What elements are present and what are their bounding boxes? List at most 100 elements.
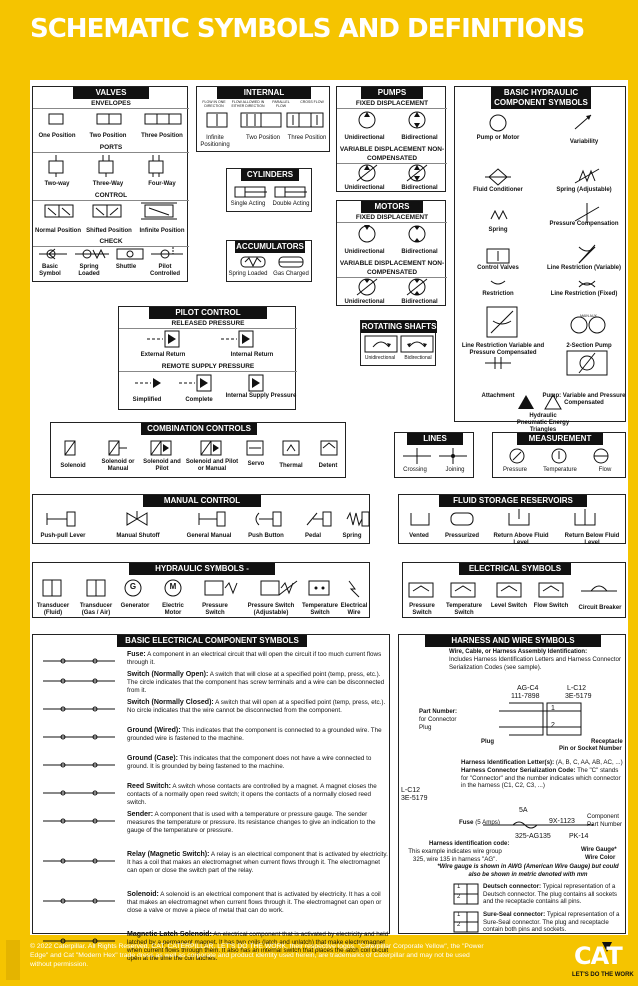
elec-component-row: Switch (Normally Open): A switch that wi… [33, 671, 391, 694]
part-number-label: Part Number: [419, 709, 458, 715]
harness-header: HARNESS AND WIRE SYMBOLS [425, 635, 601, 647]
comb-solenoid: Solenoid [60, 463, 86, 469]
man-spring: Spring [342, 533, 362, 539]
elec-component-text: Sender: A component that is used with a … [127, 811, 389, 835]
rot-bi: Bidirectional [404, 355, 432, 361]
port-two: Two-way [44, 181, 70, 187]
deutsch-text: Deutsch connector: Typical representatio… [483, 883, 618, 905]
comb-thermal: Thermal [279, 463, 303, 469]
acc-gas: Gas Charged [273, 271, 309, 277]
elec-component-text: Switch (Normally Closed): A switch that … [127, 699, 389, 715]
plug-label: Plug [481, 739, 494, 745]
valves-section: VALVES ENVELOPES One Position Two Positi… [32, 86, 189, 282]
man-shutoff: Manual Shutoff [116, 533, 160, 539]
accumulators-header: ACCUMULATORS [235, 241, 305, 253]
comb-detent: Detent [318, 463, 338, 469]
sure-pin2: 2 [457, 922, 461, 928]
accumulator-symbols [240, 256, 304, 268]
wire-diagram [483, 821, 593, 829]
control-infinite: Infinite Position [139, 228, 185, 234]
bh-attachment: Attachment [481, 393, 515, 399]
pw-three: Three Position [287, 135, 327, 141]
receptacle-label: Receptacle [591, 739, 623, 745]
meas-flow: Flow [598, 467, 612, 473]
elec-component-symbol [43, 790, 115, 796]
elec-component-symbol [43, 818, 115, 824]
bh-restriction-comp: Line Restriction Variable and Pressure C… [461, 343, 545, 356]
harness-lc2: L-C12 [401, 787, 421, 794]
elec-component-term: Relay (Magnetic Switch): [127, 851, 210, 858]
elec-component-term: Switch (Normally Closed): [127, 699, 214, 706]
bh-main-aux-tag: MAIN AUX. [580, 314, 598, 318]
sure-pin1: 1 [457, 912, 461, 918]
deutsch-connector [453, 883, 479, 905]
res-return-below: Return Below Fluid Level [564, 533, 620, 546]
part-number-desc: for Connector Plug [419, 716, 457, 731]
es-flow-switch: Flow Switch [533, 603, 569, 609]
harness-lc2-num: 3E-5179 [401, 795, 428, 802]
line-crossing: Crossing [403, 467, 427, 473]
control-normal: Normal Position [34, 228, 81, 234]
elec-component-symbol [43, 858, 115, 864]
pump-var-symbols [356, 164, 428, 182]
elec-component-row: Ground (Wired): This indicates that the … [33, 727, 391, 749]
elec-component-symbol [43, 678, 115, 684]
rotating-header: ROTATING SHAFTS [361, 321, 437, 333]
hydraulic-elec-header: HYDRAULIC SYMBOLS - ELECTRICAL [129, 563, 275, 585]
comb-sol-pilot: Solenoid and Pilot [143, 459, 181, 472]
check-shuttle: Shuttle [115, 264, 137, 270]
bh-restriction-var: Line Restriction (Variable) [546, 265, 622, 271]
pilot-released: RELEASED PRESSURE [119, 319, 297, 329]
es-level-switch: Level Switch [490, 603, 528, 609]
env-two: Two Position [89, 133, 127, 139]
pilot-remote: REMOTE SUPPLY PRESSURE [119, 362, 297, 372]
harness-lc1: L-C12 [567, 685, 587, 692]
sure-seal-connector [453, 911, 479, 933]
env-one: One Position [38, 133, 76, 139]
he-electrical-wire: Electrical Wire [340, 603, 368, 616]
elec-component-symbol [43, 938, 115, 944]
pilot-section: PILOT CONTROL RELEASED PRESSURE External… [118, 306, 297, 410]
pin-label: Pin or Socket Number [559, 746, 622, 752]
bh-two-section: 2-Section Pump [566, 343, 612, 349]
rotating-section: ROTATING SHAFTS Unidirectional Bidirecti… [360, 320, 437, 366]
bh-control-valves: Control Valves [477, 265, 519, 271]
bh-pump-motor: Pump or Motor [476, 135, 520, 141]
elec-symbol-icons [408, 582, 617, 598]
elec-component-symbol [43, 658, 115, 664]
pumps-header: PUMPS [361, 87, 423, 99]
motors-section: MOTORS FIXED DISPLACEMENT Unidirectional… [336, 200, 447, 306]
wire-gauge-label: Wire Gauge* [581, 847, 617, 853]
motor-var-bi: Bidirectional [401, 299, 438, 305]
pilot-internal-supply: Internal Supply Pressure [225, 393, 297, 399]
elec-component-desc: This indicates that the component is con… [127, 727, 382, 742]
manual-symbols [46, 511, 370, 527]
elec-component-row: Fuse: A component in an electrical circu… [33, 651, 391, 666]
he-generator: Generator [120, 603, 150, 609]
elec-component-row: Ground (Case): This indicates that the c… [33, 755, 391, 777]
elec-component-term: Ground (Case): [127, 755, 178, 762]
elec-component-term: Fuse: [127, 651, 146, 658]
check-spring: Spring Loaded [78, 264, 100, 277]
bh-variability: Variability [569, 139, 599, 145]
he-electric-motor: Electric Motor [162, 603, 184, 616]
elec-component-desc: A component in an electrical circuit tha… [127, 651, 382, 666]
bh-spring-adj: Spring (Adjustable) [556, 187, 612, 193]
control-shifted: Shifted Position [86, 228, 132, 234]
elec-component-text: Relay (Magnetic Switch): A relay is an e… [127, 851, 389, 875]
envelopes-label: ENVELOPES [33, 99, 189, 109]
pw-infinite: Infinite Positioning [200, 135, 230, 148]
man-push-pull: Push-pull Lever [40, 533, 86, 539]
reservoir-symbols [410, 509, 596, 526]
elec-component-text: Reed Switch: A switch whose contacts are… [127, 783, 389, 807]
elec-component-desc: This indicates that the component does n… [127, 755, 372, 770]
check-basic: Basic Symbol [39, 264, 61, 277]
man-general: General Manual [186, 533, 232, 539]
he-transducer-fluid: Transducer (Fluid) [36, 603, 70, 616]
cat-logo-text: CAT [574, 942, 623, 970]
elec-component-text: Ground (Wired): This indicates that the … [127, 727, 389, 743]
bh-fluid: Fluid Conditioner [473, 187, 523, 193]
he-pressure-switch: Pressure Switch [202, 603, 228, 616]
motors-header: MOTORS [361, 201, 423, 213]
elec-component-term: Reed Switch: [127, 783, 171, 790]
